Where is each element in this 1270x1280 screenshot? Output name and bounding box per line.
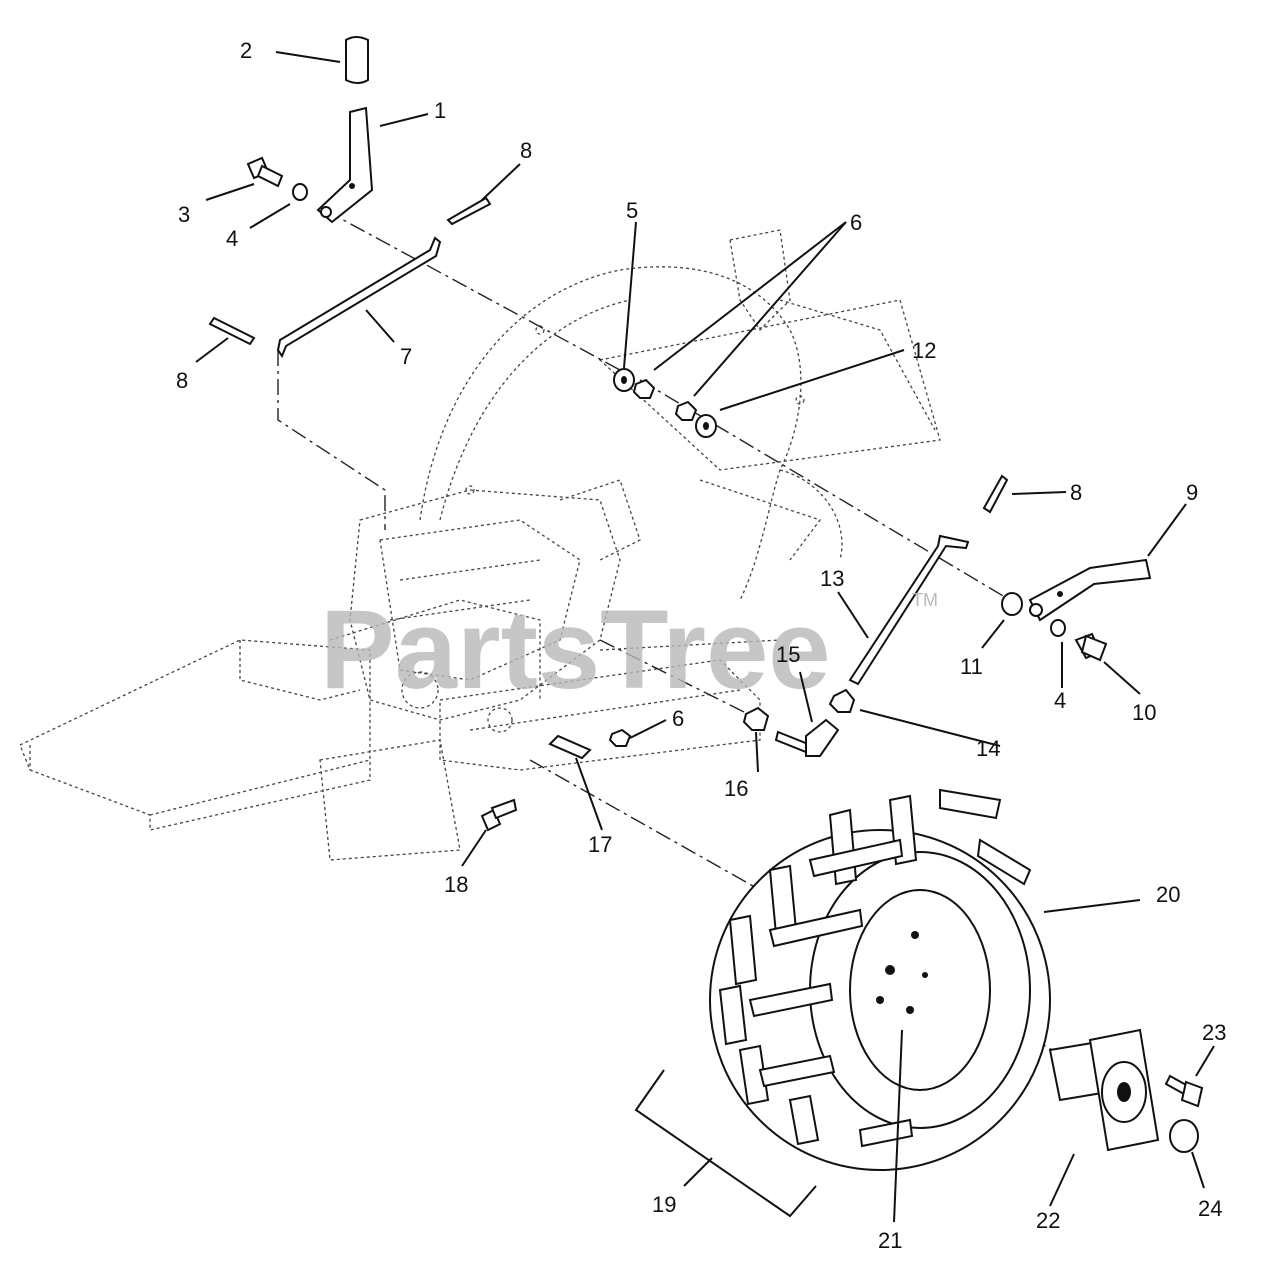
part-11-washer	[1001, 592, 1023, 616]
callout-12: 12	[912, 338, 936, 363]
part-10-bolt	[1074, 632, 1108, 662]
callout-21: 21	[878, 1228, 902, 1253]
callout-6-lower: 6	[672, 706, 684, 731]
part-19-bracket	[634, 1069, 817, 1218]
part-1-lever	[316, 106, 374, 224]
part-6-nut-c	[608, 728, 632, 747]
callout-18: 18	[444, 872, 468, 897]
callout-8-top: 8	[520, 138, 532, 163]
callout-24: 24	[1198, 1196, 1222, 1221]
callout-23: 23	[1202, 1020, 1226, 1045]
callout-labels: 1 2 3 4 5 6 7 8 8 8 6 9 10 11 12 13 14 1…	[176, 38, 1226, 1253]
watermark-text: PartsTree	[320, 587, 831, 712]
part-14-nut	[828, 688, 856, 713]
callout-22: 22	[1036, 1208, 1060, 1233]
callout-17: 17	[588, 832, 612, 857]
part-4-spacer	[292, 183, 308, 201]
callout-2: 2	[240, 38, 252, 63]
part-13-rod	[848, 534, 970, 686]
part-8-cotter-pin-top	[446, 196, 492, 226]
part-8-cotter-pin-right	[982, 474, 1009, 514]
callout-20: 20	[1156, 882, 1180, 907]
part-5-washer	[613, 368, 635, 392]
callout-13: 13	[820, 566, 844, 591]
part-4-spacer-right	[1050, 619, 1066, 637]
part-18-bolt	[480, 798, 518, 832]
part-12-washer	[695, 414, 717, 438]
callout-11: 11	[960, 654, 983, 679]
callout-6: 6	[850, 210, 862, 235]
callout-8-left: 8	[176, 368, 188, 393]
leader-lines	[195, 51, 1215, 1223]
part-16-nut	[742, 706, 770, 731]
callout-5: 5	[626, 198, 638, 223]
part-6-nut-b	[674, 400, 698, 421]
callout-19: 19	[652, 1192, 676, 1217]
part-17-key	[548, 734, 592, 760]
callout-15: 15	[776, 642, 800, 667]
callout-8-right: 8	[1070, 480, 1082, 505]
part-7-rod	[276, 236, 442, 359]
callout-1: 1	[434, 98, 446, 123]
part-3-bolt	[246, 156, 284, 188]
callout-7: 7	[400, 344, 412, 369]
part-6-nut-a	[632, 378, 656, 399]
part-23-bolt	[1164, 1074, 1204, 1108]
part-21-rim	[849, 889, 991, 1091]
callout-9: 9	[1186, 480, 1198, 505]
tiller-frame-ghost	[19, 229, 941, 861]
callout-10: 10	[1132, 700, 1156, 725]
callout-14: 14	[976, 736, 1000, 761]
part-9-lever	[1028, 558, 1152, 622]
part-15-swivel	[774, 718, 840, 757]
callout-4: 4	[226, 226, 238, 251]
watermark-tm: TM	[912, 590, 938, 610]
callout-3: 3	[178, 202, 190, 227]
part-2-grip	[345, 36, 369, 84]
callout-16: 16	[724, 776, 748, 801]
part-24-cap	[1169, 1119, 1199, 1153]
part-22-hub	[1048, 1028, 1160, 1152]
callout-4-right: 4	[1054, 688, 1066, 713]
part-8-cotter-pin-left	[208, 316, 256, 346]
